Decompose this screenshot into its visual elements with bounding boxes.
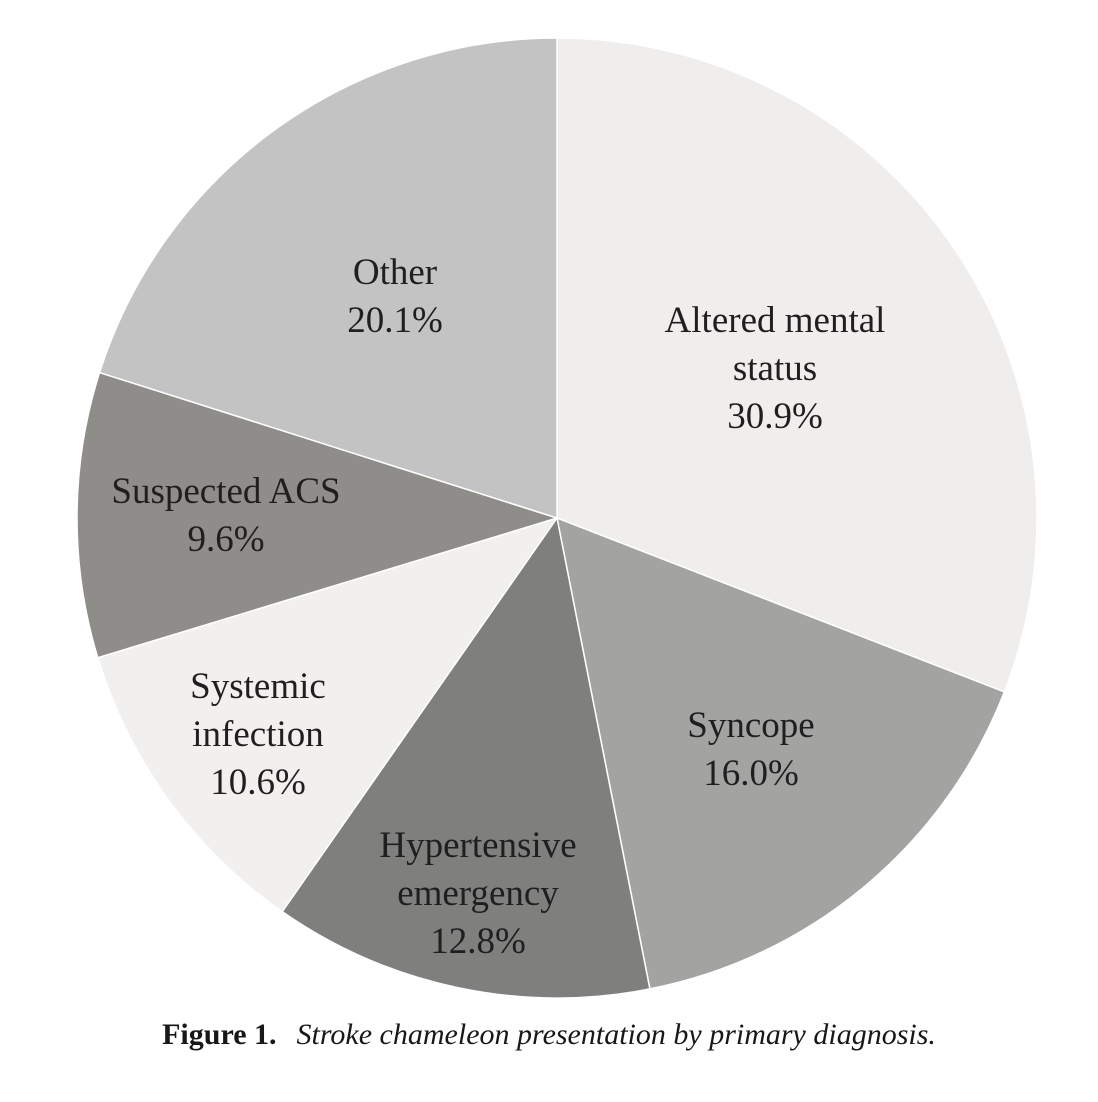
pie-chart-svg	[76, 37, 1038, 999]
pie-slice	[281, 517, 651, 999]
figure-caption-text: Stroke chameleon presentation by primary…	[296, 1018, 936, 1051]
pie-slice	[556, 517, 1006, 990]
figure-caption: Figure 1. Stroke chameleon presentation b…	[0, 1018, 1098, 1052]
figure-caption-label: Figure 1.	[162, 1018, 277, 1051]
pie-slice	[76, 371, 558, 659]
pie-slice	[556, 37, 1038, 693]
pie-slice	[97, 517, 558, 913]
pie-slice	[98, 37, 558, 519]
